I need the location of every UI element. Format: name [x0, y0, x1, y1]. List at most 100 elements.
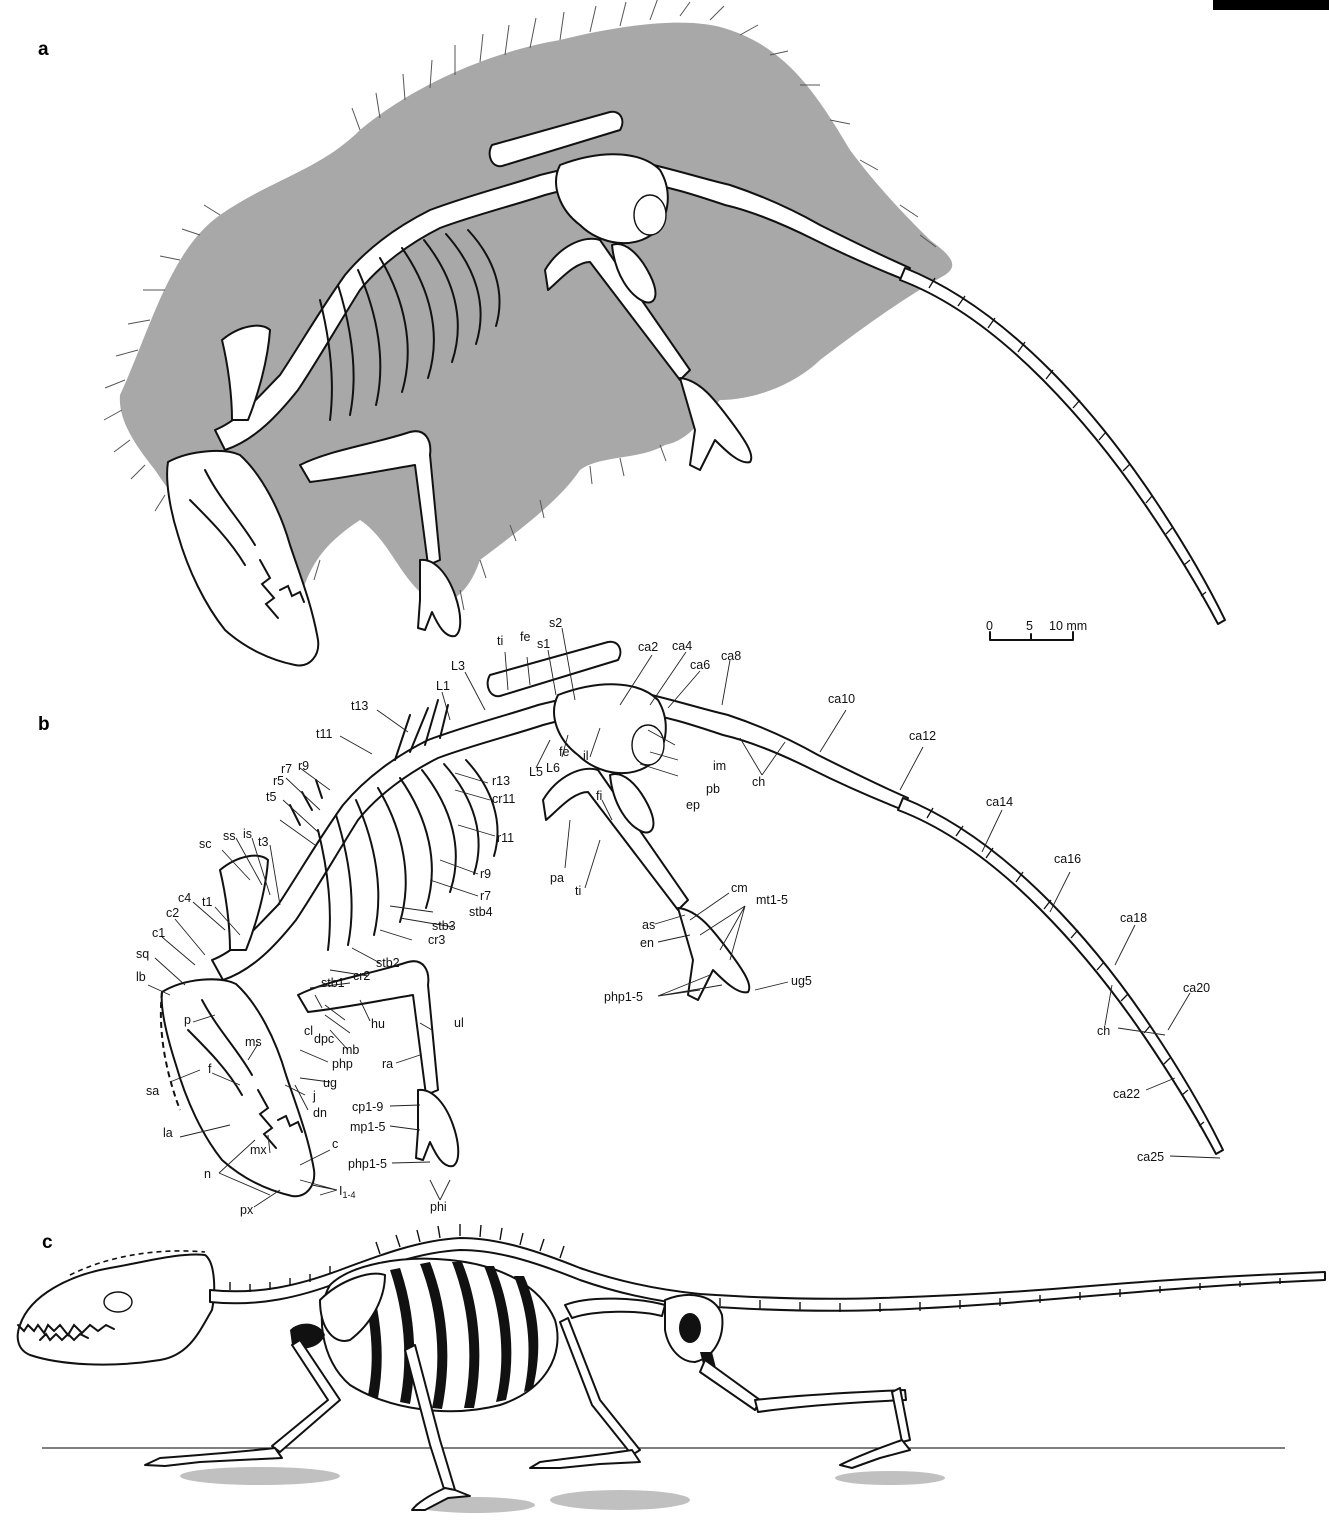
label-fe-top: fe	[520, 630, 530, 644]
label-dn: dn	[313, 1106, 327, 1120]
label-fi: fi	[596, 789, 602, 803]
label-I1-4: I1-4	[339, 1184, 356, 1200]
label-il: il	[583, 749, 589, 763]
scale-tick-5: 5	[1026, 619, 1033, 633]
forefoot-b	[416, 1090, 458, 1166]
label-php1-5-hind: php1-5	[604, 990, 643, 1004]
label-as: as	[642, 918, 655, 932]
label-cp1-9: cp1-9	[352, 1100, 383, 1114]
label-r9-upper: r9	[298, 759, 309, 773]
label-p: p	[184, 1013, 191, 1027]
label-ca14: ca14	[986, 795, 1013, 809]
label-f: f	[208, 1062, 212, 1076]
label-sc: sc	[199, 837, 212, 851]
label-t3: t3	[258, 835, 268, 849]
label-ca8: ca8	[721, 649, 741, 663]
label-sq: sq	[136, 947, 149, 961]
label-s1: s1	[537, 637, 550, 651]
label-r11: r11	[497, 831, 514, 845]
scale-bar: 0 5 10 mm	[986, 619, 1087, 640]
label-t1: t1	[202, 895, 212, 909]
label-php1-5-fore: php1-5	[348, 1157, 387, 1171]
scale-tick-10mm: 10 mm	[1049, 619, 1087, 633]
hindfoot-c-near	[840, 1440, 910, 1468]
label-L1: L1	[436, 679, 450, 693]
panel-a-label: a	[38, 39, 49, 60]
label-c-canine: c	[332, 1137, 338, 1151]
label-ca2: ca2	[638, 640, 658, 654]
label-L6: L6	[546, 761, 560, 775]
panel-b: b	[38, 616, 1223, 1217]
panel-c-label: c	[42, 1232, 53, 1253]
metatarsus-c-near	[892, 1388, 910, 1442]
femur-c-near	[700, 1360, 760, 1410]
panel-c: c	[18, 1224, 1325, 1513]
label-mp1-5: mp1-5	[350, 1120, 385, 1134]
label-j: j	[312, 1089, 316, 1103]
label-ca6: ca6	[690, 658, 710, 672]
femur-c-far	[565, 1299, 665, 1318]
hindfoot-c-far	[530, 1450, 640, 1468]
label-cr2: cr2	[353, 969, 370, 983]
label-is: is	[243, 827, 252, 841]
label-mt1-5: mt1-5	[756, 893, 788, 907]
label-c2: c2	[166, 906, 179, 920]
label-n: n	[204, 1167, 211, 1181]
label-ca22: ca22	[1113, 1087, 1140, 1101]
label-ca20: ca20	[1183, 981, 1210, 995]
label-r5: r5	[273, 774, 284, 788]
label-fe-mid: fe	[559, 745, 569, 759]
forefoot-c-far	[145, 1448, 282, 1466]
label-ep: ep	[686, 798, 700, 812]
label-pb: pb	[706, 782, 720, 796]
label-s2: s2	[549, 616, 562, 630]
label-en: en	[640, 936, 654, 950]
label-hu: hu	[371, 1017, 385, 1031]
label-stb3: stb3	[432, 919, 456, 933]
label-c1: c1	[152, 926, 165, 940]
label-mx: mx	[250, 1143, 267, 1157]
tibia-c-near	[755, 1390, 906, 1412]
foot-shadows	[180, 1467, 945, 1513]
tail-a-joints	[929, 278, 1206, 596]
label-ra: ra	[382, 1057, 393, 1071]
ribs-b	[318, 760, 498, 950]
label-r13: r13	[492, 774, 510, 788]
label-phi: phi	[430, 1200, 447, 1214]
label-ca16: ca16	[1054, 852, 1081, 866]
obturator-foramen-b	[632, 725, 664, 765]
label-cr11: cr11	[492, 792, 515, 806]
label-lb: lb	[136, 970, 146, 984]
label-ms: ms	[245, 1035, 262, 1049]
label-ca18: ca18	[1120, 911, 1147, 925]
label-ch-lower: ch	[1097, 1024, 1110, 1038]
obturator-c	[679, 1313, 701, 1343]
label-cr3: cr3	[428, 933, 445, 947]
label-sa: sa	[146, 1084, 159, 1098]
label-mb: mb	[342, 1043, 359, 1057]
tail-a	[900, 268, 1225, 624]
label-la: la	[163, 1126, 173, 1140]
label-t13: t13	[351, 699, 368, 713]
label-im: im	[713, 759, 726, 773]
label-cl: cl	[304, 1024, 313, 1038]
label-ca12: ca12	[909, 729, 936, 743]
label-px: px	[240, 1203, 254, 1217]
label-ca4: ca4	[672, 639, 692, 653]
label-r9: r9	[480, 867, 491, 881]
label-ca25: ca25	[1137, 1150, 1164, 1164]
tibia-c-far	[560, 1318, 640, 1455]
label-stb2: stb2	[376, 956, 400, 970]
orbit-c	[104, 1292, 132, 1312]
label-ca10: ca10	[828, 692, 855, 706]
header-bar	[1213, 0, 1329, 10]
label-stb4: stb4	[469, 905, 493, 919]
panel-b-label: b	[38, 714, 50, 735]
label-c4: c4	[178, 891, 191, 905]
label-ss: ss	[223, 829, 236, 843]
label-t5: t5	[266, 790, 276, 804]
label-ti-top: ti	[497, 634, 503, 648]
panel-a: a	[38, 0, 1225, 665]
